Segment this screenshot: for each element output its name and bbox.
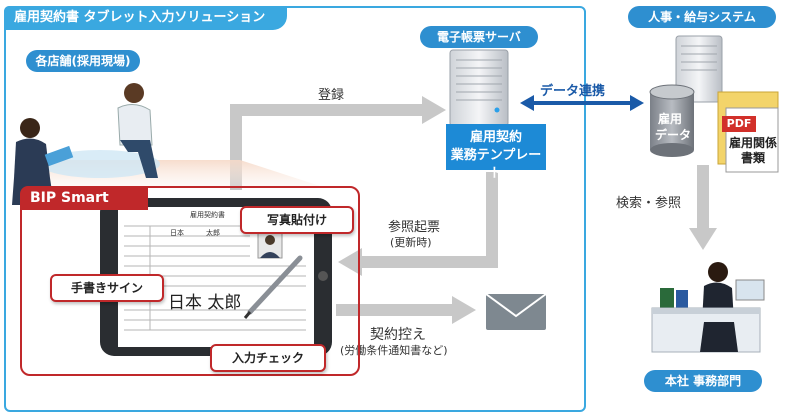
signature-callout: 手書きサイン xyxy=(50,274,164,302)
server-icon xyxy=(449,49,509,127)
reference-arrow xyxy=(338,172,498,276)
contract-template-box: 雇用契約 業務テンプレート xyxy=(446,124,546,181)
bip-smart-title: BIP Smart xyxy=(20,186,148,210)
bip-smart-frame xyxy=(20,186,360,376)
store-label: 各店舗(採用現場) xyxy=(26,50,140,72)
input-check-callout: 入力チェック xyxy=(210,344,326,372)
server-label: 電子帳票サーバ xyxy=(420,26,538,48)
document-folder-icon xyxy=(717,91,779,173)
pdf-badge: PDF xyxy=(726,117,752,130)
office-worker xyxy=(651,262,765,353)
data-link-arrow xyxy=(520,95,644,111)
db-label-line-1: 雇用 xyxy=(658,112,683,126)
reference-label: 参照起票 xyxy=(388,220,441,235)
register-label: 登録 xyxy=(318,88,345,103)
data-link-label: データ連携 xyxy=(540,84,606,99)
template-line-1: 雇用契約 xyxy=(469,130,522,145)
docs-label: 雇用関係 書類 xyxy=(728,136,778,166)
hr-system-label: 人事・給与システム xyxy=(628,6,776,28)
form-title: 雇用契約書 xyxy=(190,211,225,219)
reference-sublabel: (更新時) xyxy=(390,236,432,249)
docs-label-line-2: 書類 xyxy=(740,151,765,165)
db-label-line-2: データ xyxy=(655,128,692,142)
form-name-given: 太郎 xyxy=(206,229,220,237)
copy-label: 契約控え xyxy=(370,327,426,343)
head-office-label: 本社 事務部門 xyxy=(644,370,762,392)
panel-title: 雇用契約書 タブレット入力ソリューション xyxy=(4,6,288,30)
docs-label-line-1: 雇用関係 xyxy=(728,136,777,150)
search-label: 検索・参照 xyxy=(616,196,682,211)
photo-callout: 写真貼付け xyxy=(240,206,354,234)
copy-arrow xyxy=(336,296,476,324)
hr-server-icon xyxy=(675,35,723,103)
database-icon xyxy=(649,84,695,157)
form-name-family: 日本 xyxy=(170,229,184,237)
store-scene xyxy=(12,83,320,205)
template-line-2: 業務テンプレート xyxy=(450,148,542,181)
search-arrow xyxy=(689,165,717,250)
handwritten-signature: 日本 太郎 xyxy=(168,293,242,313)
envelope-icon xyxy=(485,293,547,330)
copy-sublabel: (労働条件通知書など) xyxy=(340,344,448,357)
